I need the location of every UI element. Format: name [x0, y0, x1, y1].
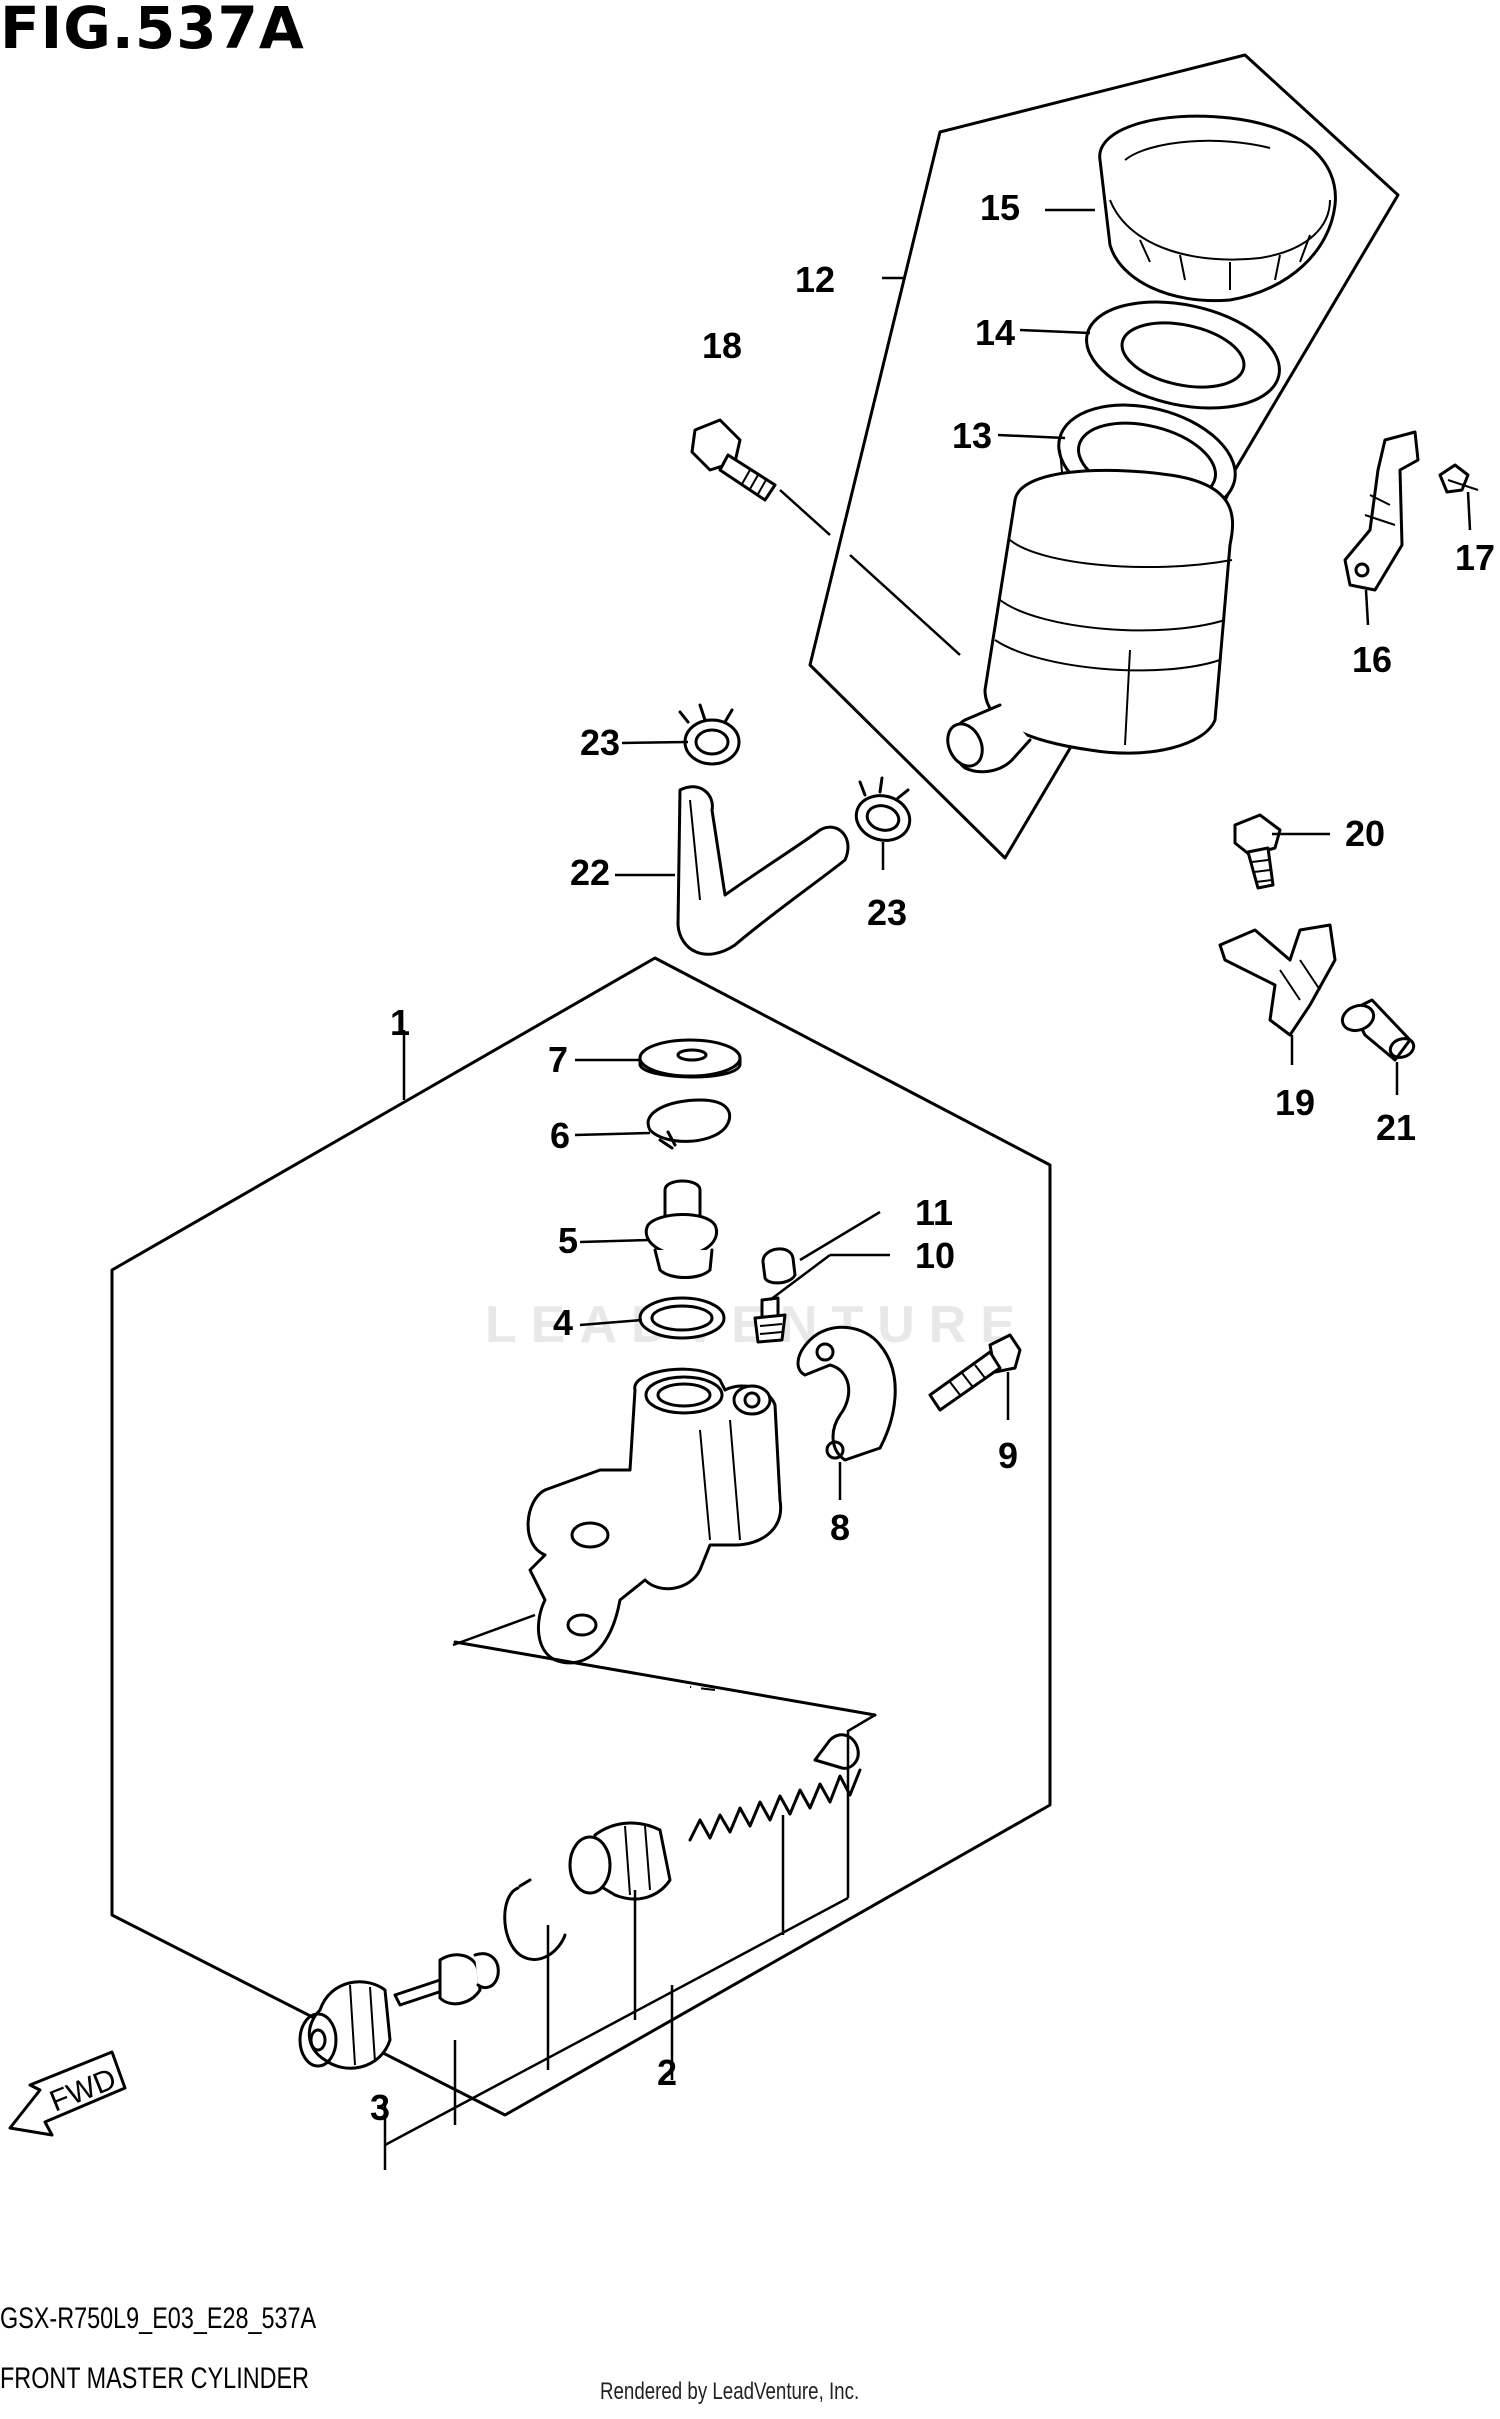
callout-3: 3	[370, 2087, 390, 2128]
callout-11: 11	[915, 1192, 953, 1233]
part-2-piston-kit	[298, 1733, 862, 2070]
leader-18b	[849, 554, 961, 656]
callout-22: 22	[570, 852, 610, 893]
part-8-holder	[796, 1325, 897, 1462]
callout-1: 1	[390, 1002, 410, 1043]
part-21-grommet	[1340, 998, 1416, 1062]
part-5-connector	[644, 1179, 719, 1279]
part-19-bracket	[1218, 923, 1337, 1037]
callout-15: 15	[980, 187, 1020, 228]
callout-7: 7	[548, 1039, 568, 1080]
callout-20: 20	[1345, 813, 1385, 854]
master-cylinder-assembly-outline	[110, 956, 1052, 2117]
part-6-snap-ring	[646, 1098, 732, 1150]
part-17-screw	[1438, 463, 1479, 494]
rendered-by-credit: Rendered by LeadVenture, Inc.	[600, 2378, 860, 2405]
leader-18	[779, 489, 831, 536]
callout-8: 8	[830, 1507, 850, 1548]
part-7-cap	[638, 1038, 742, 1079]
callout-12: 12	[795, 259, 835, 300]
callout-21: 21	[1376, 1107, 1416, 1148]
part-2-bracket	[383, 1730, 850, 2170]
part-4-o-ring	[638, 1296, 726, 1340]
callout-23-upper: 23	[580, 722, 620, 763]
piston-kit-outline	[452, 1613, 877, 1733]
model-code: GSX-R750L9_E03_E28_537A	[0, 2302, 317, 2335]
callout-23-lower: 23	[867, 892, 907, 933]
part-11-cap	[761, 1247, 797, 1285]
watermark: LEADVENTURE	[485, 1295, 1029, 1355]
callout-9: 9	[998, 1435, 1018, 1476]
part-23-hose-clip-lower	[854, 776, 912, 842]
callout-10: 10	[915, 1235, 955, 1276]
callout-5: 5	[558, 1220, 578, 1261]
part-10-bleeder	[753, 1296, 787, 1344]
figure-title: FIG.537A	[0, 0, 305, 62]
part-23-hose-clip-upper	[678, 703, 741, 766]
part-15-reservoir-cap	[1098, 114, 1337, 303]
part-22-reservoir-hose	[676, 785, 850, 956]
reservoir-tank	[946, 468, 1235, 774]
callout-numbers: 1 2 3 4 5 6 7 8 9 10 11 12 13 14 15 16 1…	[370, 187, 1495, 2128]
figure-name: FRONT MASTER CYLINDER	[0, 2362, 310, 2395]
part-14-diaphragm-plate	[1085, 300, 1281, 410]
callout-19: 19	[1275, 1082, 1315, 1123]
callout-14: 14	[975, 312, 1015, 353]
callout-4: 4	[553, 1302, 573, 1343]
leader-lines	[402, 208, 1472, 1500]
part-9-bolt	[928, 1333, 1022, 1412]
part-18-bolt	[690, 418, 777, 502]
callout-13: 13	[952, 415, 992, 456]
callout-2: 2	[657, 2052, 677, 2093]
callout-18: 18	[702, 325, 742, 366]
callout-17: 17	[1455, 537, 1495, 578]
part-20-bolt	[1233, 813, 1282, 890]
callout-16: 16	[1352, 639, 1392, 680]
fwd-arrow-icon: FWD	[8, 2050, 127, 2137]
master-cylinder-body	[526, 1367, 783, 1665]
part-16-clamp	[1343, 430, 1420, 592]
callout-6: 6	[550, 1115, 570, 1156]
